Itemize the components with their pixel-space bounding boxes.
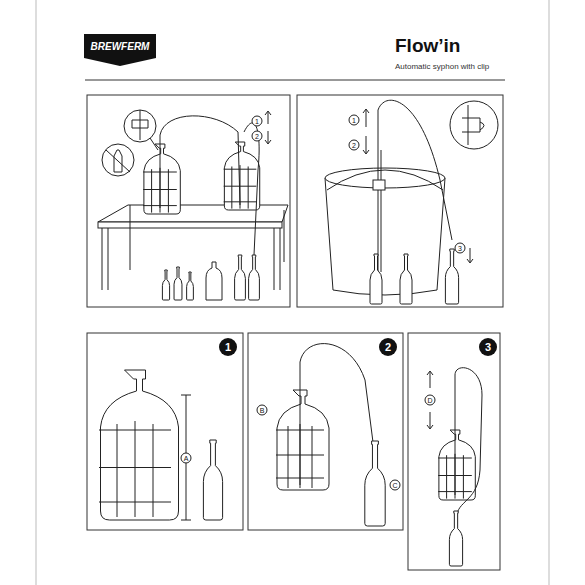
callout-letter: A bbox=[184, 455, 189, 462]
step-number-circle: 1 bbox=[219, 338, 237, 356]
callout-letter: 1 bbox=[352, 117, 356, 124]
callout-letter: B bbox=[260, 407, 265, 414]
callout-letter: 2 bbox=[255, 133, 259, 140]
callout-letter: D bbox=[427, 397, 432, 404]
callout-letter: C bbox=[392, 482, 397, 489]
callout-letter: 2 bbox=[352, 142, 356, 149]
step-number: 3 bbox=[485, 342, 491, 353]
step-number: 1 bbox=[225, 342, 231, 353]
subtitle: Automatic syphon with clip bbox=[395, 63, 489, 71]
callout-letter: 3 bbox=[458, 245, 462, 252]
brand-logo: BREWFERM bbox=[91, 42, 150, 52]
step-number: 2 bbox=[385, 342, 391, 353]
step-number-circle: 2 bbox=[379, 338, 397, 356]
callout-letter: 1 bbox=[255, 118, 259, 125]
title: Flow’in bbox=[395, 36, 460, 55]
step-number-circle: 3 bbox=[479, 338, 497, 356]
